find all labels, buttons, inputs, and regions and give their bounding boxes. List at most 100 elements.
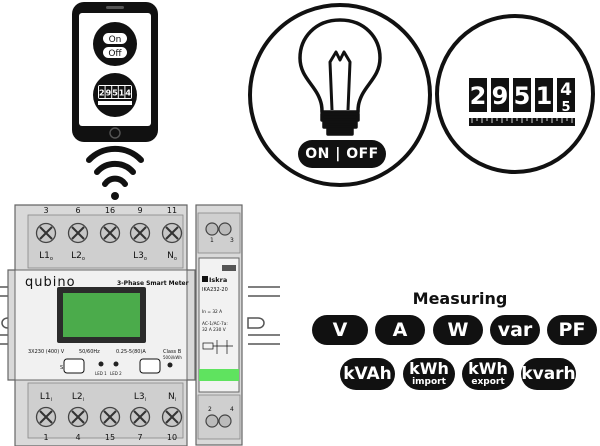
module-pin-3: 3 bbox=[230, 237, 234, 244]
spec-frequency: 50/60Hz bbox=[79, 349, 100, 355]
terminal-screw-icon bbox=[161, 222, 183, 244]
meter-button-right[interactable] bbox=[139, 358, 161, 374]
counter-digit-cell bbox=[469, 78, 487, 112]
bottom-terminal-label: L1i bbox=[40, 392, 52, 403]
module-rating: In = 32 A bbox=[202, 309, 222, 315]
phone-digit-cell bbox=[99, 86, 105, 98]
phone-digit-cell bbox=[105, 86, 112, 98]
led1-indicator bbox=[98, 361, 104, 367]
phone-digit: 4 bbox=[125, 89, 131, 98]
counter-digit-next: 5 bbox=[561, 100, 570, 115]
iskra-logo-icon bbox=[202, 276, 208, 282]
meter-brand: qubino bbox=[25, 275, 76, 290]
phone-digit: 5 bbox=[112, 89, 118, 98]
wifi-icon bbox=[86, 145, 144, 200]
measure-pill-kvah: kVAh bbox=[340, 358, 395, 390]
terminal-screw-icon bbox=[67, 406, 89, 428]
terminal-screw-icon bbox=[35, 406, 57, 428]
bottom-terminal-number: 7 bbox=[137, 433, 142, 442]
phone-digit-cell bbox=[118, 86, 125, 98]
led2-label: LED 2 bbox=[110, 371, 122, 376]
module-brand: Iskra bbox=[209, 276, 227, 284]
bottom-terminal-label: L3i bbox=[134, 392, 146, 403]
counter-digit: 9 bbox=[492, 82, 509, 110]
module-wiring-diagram bbox=[202, 340, 233, 354]
meter-model-title: 3-Phase Smart Meter bbox=[117, 280, 189, 287]
class-indicator bbox=[167, 362, 173, 368]
spec-impulses: 500i/kWh bbox=[163, 355, 182, 360]
counter-ruler bbox=[469, 118, 575, 126]
phone-digit: 1 bbox=[119, 89, 125, 98]
measuring-title: Measuring bbox=[412, 289, 508, 308]
measure-pill-a: A bbox=[375, 315, 425, 345]
phone-digit: 9 bbox=[106, 89, 112, 98]
status-indicator-green bbox=[199, 369, 239, 381]
spec-voltage: 3X230 (400) V bbox=[28, 349, 65, 355]
bottom-terminal-label: L2i bbox=[72, 392, 84, 403]
terminal-screw-icon bbox=[129, 406, 151, 428]
on-off-badge: ON | OFF bbox=[298, 140, 386, 168]
module-pin-4: 4 bbox=[230, 406, 234, 413]
module-terminal-1 bbox=[205, 222, 219, 236]
measure-pill-w: W bbox=[433, 315, 483, 345]
lightbulb-icon bbox=[298, 18, 382, 136]
iskra-module: 1 3 Iskra IKA232-20 In = 32 A AC-1/AC-7a… bbox=[195, 204, 243, 446]
module-terminal-3 bbox=[218, 222, 232, 236]
counter-digit-cell bbox=[513, 78, 531, 112]
bottom-terminal-number: 1 bbox=[43, 433, 48, 442]
lcd-display bbox=[63, 293, 140, 337]
meter-button-s[interactable] bbox=[63, 358, 85, 374]
top-terminal-label: L1o bbox=[39, 251, 53, 262]
counter-digit: 4 bbox=[560, 80, 572, 100]
spec-class: Class B bbox=[163, 349, 182, 355]
module-ac-line1: AC-1/AC-7a: bbox=[202, 321, 228, 327]
top-terminal-number: 6 bbox=[75, 206, 80, 215]
counter-digit-cell bbox=[557, 78, 575, 112]
phone-digit-cell bbox=[112, 86, 118, 98]
module-model: IKA232-20 bbox=[202, 287, 228, 293]
top-terminal-label: L2o bbox=[71, 251, 85, 262]
terminal-screw-icon bbox=[161, 406, 183, 428]
led2-indicator bbox=[113, 361, 119, 367]
bottom-terminal-number: 10 bbox=[167, 433, 177, 442]
meter-button-label: S bbox=[60, 365, 63, 371]
bottom-terminal-label: Ni bbox=[168, 392, 176, 403]
phone-on-label: On bbox=[109, 35, 122, 45]
bottom-terminal-number: 15 bbox=[105, 433, 115, 442]
led1-label: LED 1 bbox=[95, 371, 107, 376]
top-terminal-number: 11 bbox=[167, 206, 177, 215]
module-terminal-4 bbox=[218, 414, 232, 428]
phone-digit-cell bbox=[125, 86, 131, 98]
terminal-screw-icon bbox=[99, 222, 121, 244]
spec-current: 0.25-5(80)A bbox=[116, 349, 146, 355]
phone-digit: 2 bbox=[99, 89, 105, 98]
terminal-screw-icon bbox=[129, 222, 151, 244]
top-terminal-number: 3 bbox=[43, 206, 48, 215]
counter-digit-cell bbox=[491, 78, 509, 112]
module-pin-1: 1 bbox=[210, 237, 214, 244]
terminal-screw-icon bbox=[67, 222, 89, 244]
module-pin-2: 2 bbox=[208, 406, 212, 413]
top-terminal-label: L3o bbox=[133, 251, 147, 262]
module-terminal-2 bbox=[205, 414, 219, 428]
top-terminal-number: 16 bbox=[105, 206, 115, 215]
module-ac-line2: 32 A 230 V bbox=[202, 327, 226, 333]
top-terminal-number: 9 bbox=[137, 206, 142, 215]
measure-pill-var: var bbox=[490, 315, 540, 345]
measure-pill-pf: PF bbox=[547, 315, 597, 345]
measure-pill-v: V bbox=[312, 315, 368, 345]
bulb-circle bbox=[248, 3, 432, 187]
phone-off-label: Off bbox=[108, 49, 122, 59]
terminal-screw-icon bbox=[35, 222, 57, 244]
counter-digit: 5 bbox=[514, 82, 531, 110]
terminal-screw-icon bbox=[99, 406, 121, 428]
measure-pill-kvarh: kvarh bbox=[521, 358, 576, 390]
